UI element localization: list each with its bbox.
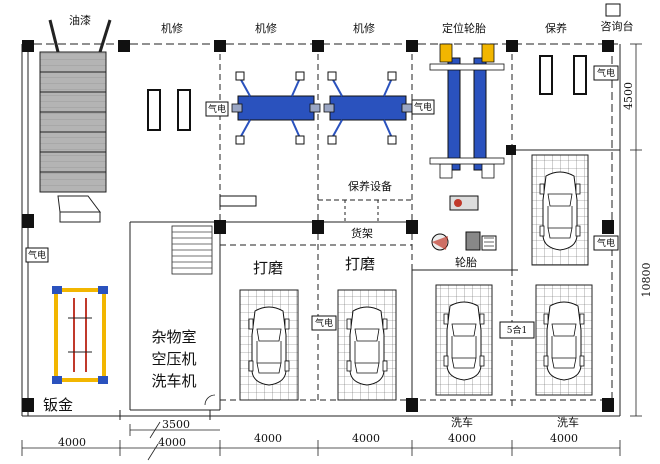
power-outlet-right-wall: 气电 <box>593 235 619 251</box>
repair-label-3: 机修 <box>353 21 375 35</box>
sheetmetal-frame <box>52 286 108 384</box>
storage-stairs <box>171 225 216 406</box>
grind-label-2: 打磨 <box>345 255 375 273</box>
repair-label-2: 机修 <box>255 21 277 35</box>
tire-machines <box>431 195 497 251</box>
sheetmetal-label: 钣金 <box>43 396 73 414</box>
bottom-dimensions <box>21 421 621 461</box>
right-dimension-labels: 4500 10800 <box>622 82 653 298</box>
dim-bottom-3: 4000 <box>158 436 186 449</box>
alignment-lift <box>429 43 505 179</box>
power-label: 气电 <box>597 237 615 249</box>
tire-label: 轮胎 <box>455 255 477 269</box>
dim-right-total: 10800 <box>640 263 653 298</box>
power-label: 气电 <box>414 101 432 113</box>
dim-bottom-2: 3500 <box>162 418 190 431</box>
dim-bottom-6: 4000 <box>448 432 476 445</box>
wash-bays <box>435 284 593 396</box>
dim-bottom-4: 4000 <box>254 432 282 445</box>
power-outlet-repair-right: 气电 <box>411 99 435 115</box>
grinding-bays <box>239 289 397 401</box>
partitions <box>129 44 620 411</box>
wash-label-2: 洗车 <box>557 415 579 429</box>
power-label: 气电 <box>208 103 226 115</box>
washer-label: 洗车机 <box>151 372 196 390</box>
power-outlet-left-wall: 气电 <box>25 247 49 263</box>
dim-bottom-7: 4000 <box>550 432 578 445</box>
power-label: 气电 <box>315 317 333 329</box>
shelf-label: 货架 <box>351 226 373 240</box>
power-outlet-grind: 气电 <box>311 315 337 331</box>
power-outlet-maintenance: 气电 <box>593 65 619 81</box>
structural-columns <box>22 40 614 412</box>
alignment-label: 定位轮胎 <box>442 21 486 35</box>
repair-label-1: 机修 <box>161 21 183 35</box>
equipment-label: 保养设备 <box>348 179 392 193</box>
dim-bottom-1: 4000 <box>58 436 86 449</box>
wash-label-1: 洗车 <box>451 415 473 429</box>
right-dimensions <box>630 43 642 417</box>
five-in-one-machine: 5合1 <box>499 321 535 339</box>
maintenance-car-bay <box>531 154 589 266</box>
power-outlets: 气电 气电 气电 气电 气电 气电 <box>25 65 619 331</box>
maintenance-label: 保养 <box>545 21 567 35</box>
five-in-one-label: 5合1 <box>507 324 527 336</box>
repair-lifts <box>147 71 413 207</box>
dim-bottom-5: 4000 <box>352 432 380 445</box>
maintenance-pads <box>539 55 587 95</box>
paint-label: 油漆 <box>69 13 91 27</box>
storage-label: 杂物室 <box>151 328 196 346</box>
dim-right-top: 4500 <box>622 82 635 110</box>
reception-desk: 咨询台 <box>601 3 634 33</box>
paint-booth <box>39 19 112 223</box>
compressor-label: 空压机 <box>151 350 196 368</box>
power-outlet-repair-left: 气电 <box>205 101 229 117</box>
bottom-dimension-labels: 4000 3500 4000 4000 4000 4000 4000 <box>58 418 578 449</box>
power-label: 气电 <box>28 249 46 261</box>
power-label: 气电 <box>597 67 615 79</box>
reception-label: 咨询台 <box>601 19 634 33</box>
grind-label-1: 打磨 <box>253 259 283 277</box>
area-labels: 油漆 机修 机修 机修 定位轮胎 保养 保养设备 货架 轮胎 打磨 打磨 杂物室… <box>43 13 579 429</box>
